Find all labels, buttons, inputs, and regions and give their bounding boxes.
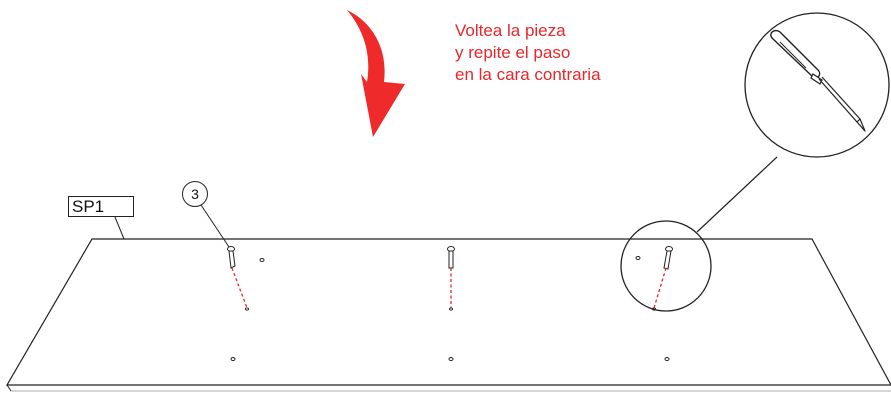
instruction-line-1: Voltea la pieza	[455, 21, 566, 40]
panel-holes	[230, 256, 670, 361]
curved-arrow-icon	[347, 10, 405, 137]
screw-left	[227, 246, 250, 311]
instruction-line-2: y repite el paso	[455, 43, 571, 62]
callout-leader-line	[200, 204, 230, 248]
callout-number: 3	[182, 181, 208, 207]
screwdriver-detail	[744, 12, 890, 158]
instruction-line-3: en la cara contraria	[455, 65, 601, 84]
screw-center	[447, 246, 455, 311]
screw-right	[651, 246, 673, 311]
detail-connector-line	[696, 156, 778, 233]
part-label: SP1	[68, 196, 134, 217]
panel-sp1	[5, 238, 891, 392]
flip-instruction: Voltea la pieza y repite el paso en la c…	[455, 20, 601, 86]
screwdriver-icon	[770, 29, 866, 132]
detail-circle	[620, 220, 712, 312]
label-leader-line	[114, 216, 125, 240]
